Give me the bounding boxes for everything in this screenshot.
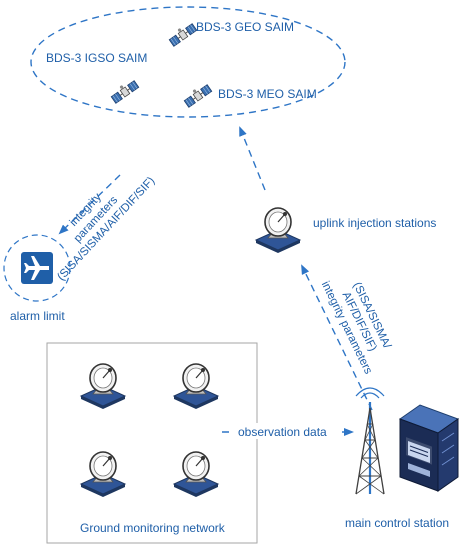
radio-tower-icon xyxy=(355,387,385,495)
observation-label-bg xyxy=(234,423,338,439)
airplane-icon xyxy=(24,256,49,280)
meo-satellite: BDS-3 MEO SAIM xyxy=(181,81,317,108)
satellite-icon xyxy=(166,20,198,47)
dish-antenna-icon xyxy=(173,451,219,498)
uplink-injection-station: uplink injection stations xyxy=(255,207,436,254)
satellite-icon xyxy=(181,81,213,108)
geo-satellite-label: BDS-3 GEO SAIM xyxy=(196,20,294,34)
meo-satellite-label: BDS-3 MEO SAIM xyxy=(218,87,317,101)
uplink-to-satellite-arrow xyxy=(239,126,266,191)
server-icon xyxy=(398,404,460,492)
left-text-line3: (SISA/SISMA/AIF/DIF/SIF) xyxy=(55,175,157,283)
dish-antenna-icon xyxy=(255,207,301,254)
dish-antenna-icon xyxy=(80,451,126,498)
main-control-station-label: main control station xyxy=(345,516,449,530)
alarm-dashed-circle xyxy=(3,234,71,302)
integrity-to-alarm-arrow xyxy=(58,174,121,235)
igso-satellite-label: BDS-3 IGSO SAIM xyxy=(46,51,147,65)
alarm-limit-label: alarm limit xyxy=(10,309,65,323)
dish-antenna-icon xyxy=(173,363,219,410)
satellite-icon xyxy=(108,77,140,104)
igso-satellite: BDS-3 IGSO SAIM xyxy=(46,51,147,104)
ground-network-label: Ground monitoring network xyxy=(80,521,226,535)
uplink-station-label: uplink injection stations xyxy=(313,216,436,230)
ground-monitoring-network: Ground monitoring network xyxy=(46,342,258,544)
geo-satellite: BDS-3 GEO SAIM xyxy=(166,20,294,47)
alarm-limit: alarm limit xyxy=(3,234,71,323)
right-integrity-parameters-text: (SISA/SISMA/ AIF/DIF/SIF) integrity para… xyxy=(319,280,393,377)
left-integrity-parameters-text: integrity parameters (SISA/SISMA/AIF/DIF… xyxy=(55,175,157,283)
dish-antenna-icon xyxy=(80,363,126,410)
observation-data-label: observation data xyxy=(238,425,327,439)
main-to-uplink-arrow xyxy=(301,264,373,411)
orbit-ellipse xyxy=(30,6,346,118)
ground-network-frame xyxy=(46,342,258,544)
